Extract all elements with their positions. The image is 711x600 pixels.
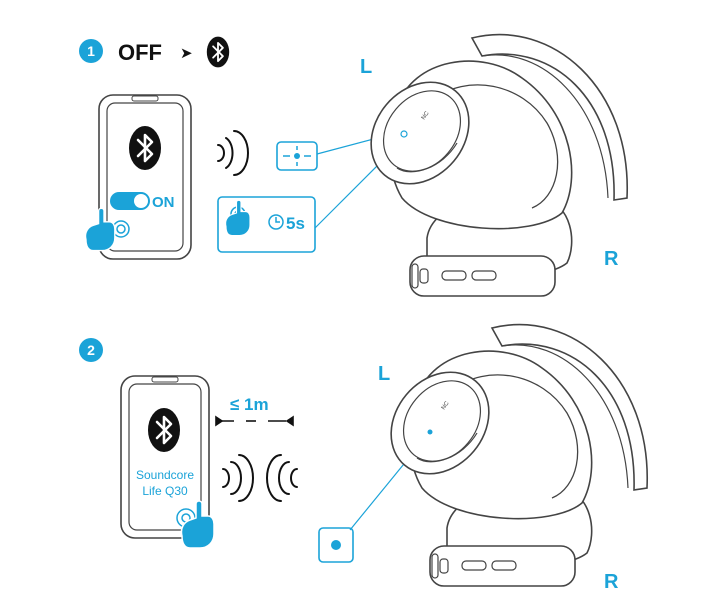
nc-button-label: NC: [421, 110, 431, 121]
step-1-badge: 1: [79, 39, 103, 63]
device-name-line2: Life Q30: [142, 484, 188, 498]
bluetooth-icon: [127, 124, 163, 172]
phone-step-1: ON: [84, 94, 192, 260]
left-mark: L: [378, 363, 390, 385]
sound-waves-icon: [222, 454, 298, 502]
left-mark: L: [360, 56, 372, 78]
step-2-number: 2: [87, 342, 95, 358]
device-name-line1: Soundcore: [136, 468, 194, 482]
distance-line: [215, 415, 294, 427]
headphone-step-1: NC: [350, 33, 629, 297]
clock-icon: [268, 214, 284, 230]
timer-label: 5s: [286, 214, 305, 233]
right-mark: R: [604, 248, 619, 270]
step-1-number: 1: [87, 43, 95, 59]
arrow-icon: ➤: [180, 45, 193, 62]
step-1: 1 OFF ➤ ON: [79, 33, 629, 297]
power-button-callout: [276, 131, 401, 171]
sound-waves-icon: [217, 130, 249, 176]
off-label: OFF: [118, 40, 162, 65]
step-2-badge: 2: [79, 338, 103, 362]
bluetooth-toggle: [110, 192, 150, 210]
step-2: 2 Soundcore Life Q30 ≤ 1m: [79, 323, 649, 593]
phone-step-2: Soundcore Life Q30: [120, 375, 215, 549]
distance-label: ≤ 1m: [230, 395, 269, 414]
right-mark: R: [604, 571, 619, 593]
bluetooth-icon: [146, 406, 182, 454]
nc-button-label: NC: [441, 400, 451, 411]
headphone-step-2: NC: [370, 323, 649, 587]
hold-timer-callout: 5s: [217, 137, 406, 253]
bluetooth-icon: [205, 35, 231, 69]
toggle-on-label: ON: [152, 194, 175, 211]
